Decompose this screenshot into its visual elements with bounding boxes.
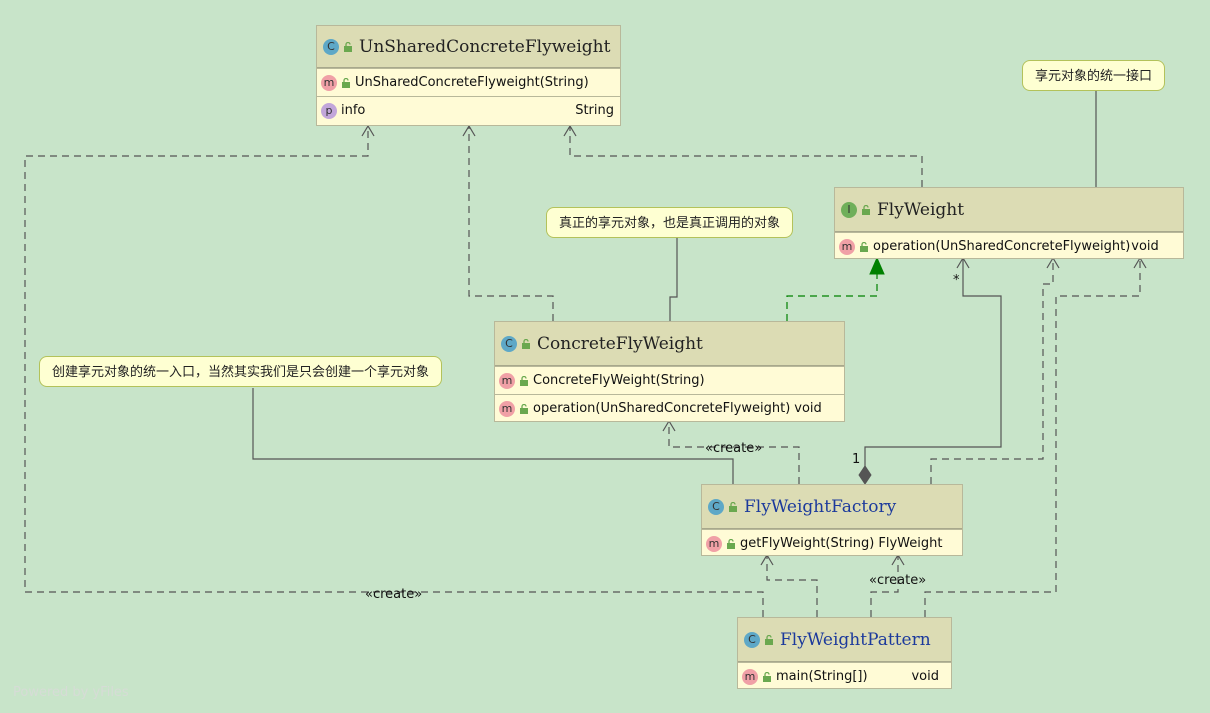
interface-flyweight[interactable]: I FlyWeight m operation(UnSharedConcrete… xyxy=(834,187,1184,259)
multiplicity-many: * xyxy=(953,273,960,288)
lock-open-icon xyxy=(342,77,350,88)
class-name: FlyWeightFactory xyxy=(744,496,897,517)
method-row[interactable]: m getFlyWeight(String) FlyWeight xyxy=(702,529,962,557)
lock-open-icon xyxy=(765,634,773,645)
arrowhead xyxy=(563,124,577,137)
method-row[interactable]: m operation(UnSharedConcreteFlyweight) v… xyxy=(495,394,844,422)
method-return-type: FlyWeight xyxy=(878,536,943,551)
field-name: info xyxy=(341,103,366,118)
edge-label-create: «create» xyxy=(869,573,927,588)
constructor-row[interactable]: m ConcreteFlyWeight(String) xyxy=(495,366,844,394)
dependency-pattern-factory xyxy=(766,555,818,617)
method-return-type: void xyxy=(794,401,822,416)
class-header: C FlyWeightFactory xyxy=(702,485,962,529)
composition-edge xyxy=(864,258,1002,472)
lock-open-icon xyxy=(344,41,352,52)
dependency-flyweight-unshared xyxy=(569,126,923,187)
method-signature: getFlyWeight(String) xyxy=(740,536,875,551)
method-signature: operation(UnSharedConcreteFlyweight) xyxy=(873,239,1131,254)
realization-arrowhead xyxy=(869,256,885,275)
class-name: UnSharedConcreteFlyweight xyxy=(359,36,611,57)
class-icon: C xyxy=(708,498,724,515)
class-concrete-flyweight[interactable]: C ConcreteFlyWeight m ConcreteFlyWeight(… xyxy=(494,321,845,422)
note-link-concrete xyxy=(669,238,678,321)
class-unshared-concrete-flyweight[interactable]: C UnSharedConcreteFlyweight m UnSharedCo… xyxy=(316,25,621,126)
method-row[interactable]: m main(String[]) void xyxy=(738,662,951,690)
class-icon: C xyxy=(501,335,517,352)
lock-open-icon xyxy=(729,501,737,512)
dependency-pattern-flyweight xyxy=(924,258,1141,617)
class-header: C UnSharedConcreteFlyweight xyxy=(317,26,620,68)
lock-open-icon xyxy=(522,338,530,349)
arrowhead xyxy=(361,124,375,137)
multiplicity-one: 1 xyxy=(852,452,861,467)
field-row[interactable]: p info String xyxy=(317,96,620,124)
method-signature: operation(UnSharedConcreteFlyweight) xyxy=(533,401,791,416)
constructor-row[interactable]: m UnSharedConcreteFlyweight(String) xyxy=(317,68,620,96)
lock-open-icon xyxy=(860,241,868,252)
arrowhead xyxy=(462,124,476,137)
method-icon: m xyxy=(499,372,515,389)
note-flyweight-interface[interactable]: 享元对象的统一接口 xyxy=(1022,60,1166,91)
method-icon: m xyxy=(321,74,337,91)
method-icon: m xyxy=(499,400,515,417)
composition-diamond xyxy=(858,465,872,485)
constructor-signature: ConcreteFlyWeight(String) xyxy=(533,373,705,388)
edge-label-create: «create» xyxy=(365,587,423,602)
edge-label-create: «create» xyxy=(705,441,763,456)
create-pattern-factory xyxy=(870,555,899,617)
lock-open-icon xyxy=(727,538,735,549)
method-icon: m xyxy=(742,668,758,685)
class-icon: C xyxy=(323,38,339,55)
lock-open-icon xyxy=(862,204,870,215)
class-name: FlyWeight xyxy=(877,199,965,220)
class-name: FlyWeightPattern xyxy=(780,629,931,650)
create-factory-concrete xyxy=(668,421,800,484)
method-signature: main(String[]) xyxy=(776,669,868,684)
dependency-concrete-unshared xyxy=(468,126,554,321)
dependency-factory-flyweight xyxy=(930,258,1054,484)
note-link-factory xyxy=(252,388,734,484)
realization-edge xyxy=(786,274,878,321)
method-icon: m xyxy=(706,535,722,552)
class-name: ConcreteFlyWeight xyxy=(537,333,703,354)
note-concrete-object[interactable]: 真正的享元对象，也是真正调用的对象 xyxy=(546,207,794,238)
lock-open-icon xyxy=(763,671,771,682)
class-header: I FlyWeight xyxy=(835,188,1183,232)
method-icon: m xyxy=(839,238,855,255)
method-return-type: void xyxy=(911,669,939,684)
class-flyweight-pattern[interactable]: C FlyWeightPattern m main(String[]) void xyxy=(737,617,952,689)
note-factory-entry[interactable]: 创建享元对象的统一入口，当然其实我们是只会创建一个享元对象 xyxy=(39,356,443,387)
property-icon: p xyxy=(321,102,337,119)
method-row[interactable]: m operation(UnSharedConcreteFlyweight) v… xyxy=(835,232,1183,260)
class-header: C FlyWeightPattern xyxy=(738,618,951,662)
lock-open-icon xyxy=(520,403,528,414)
class-header: C ConcreteFlyWeight xyxy=(495,322,844,366)
constructor-signature: UnSharedConcreteFlyweight(String) xyxy=(355,75,589,90)
watermark: Powered by yFiles xyxy=(13,685,129,700)
class-flyweight-factory[interactable]: C FlyWeightFactory m getFlyWeight(String… xyxy=(701,484,963,556)
lock-open-icon xyxy=(520,375,528,386)
interface-icon: I xyxy=(841,201,857,218)
method-return-type: void xyxy=(1131,239,1159,254)
runnable-class-icon: C xyxy=(744,631,760,648)
field-type: String xyxy=(575,103,614,118)
